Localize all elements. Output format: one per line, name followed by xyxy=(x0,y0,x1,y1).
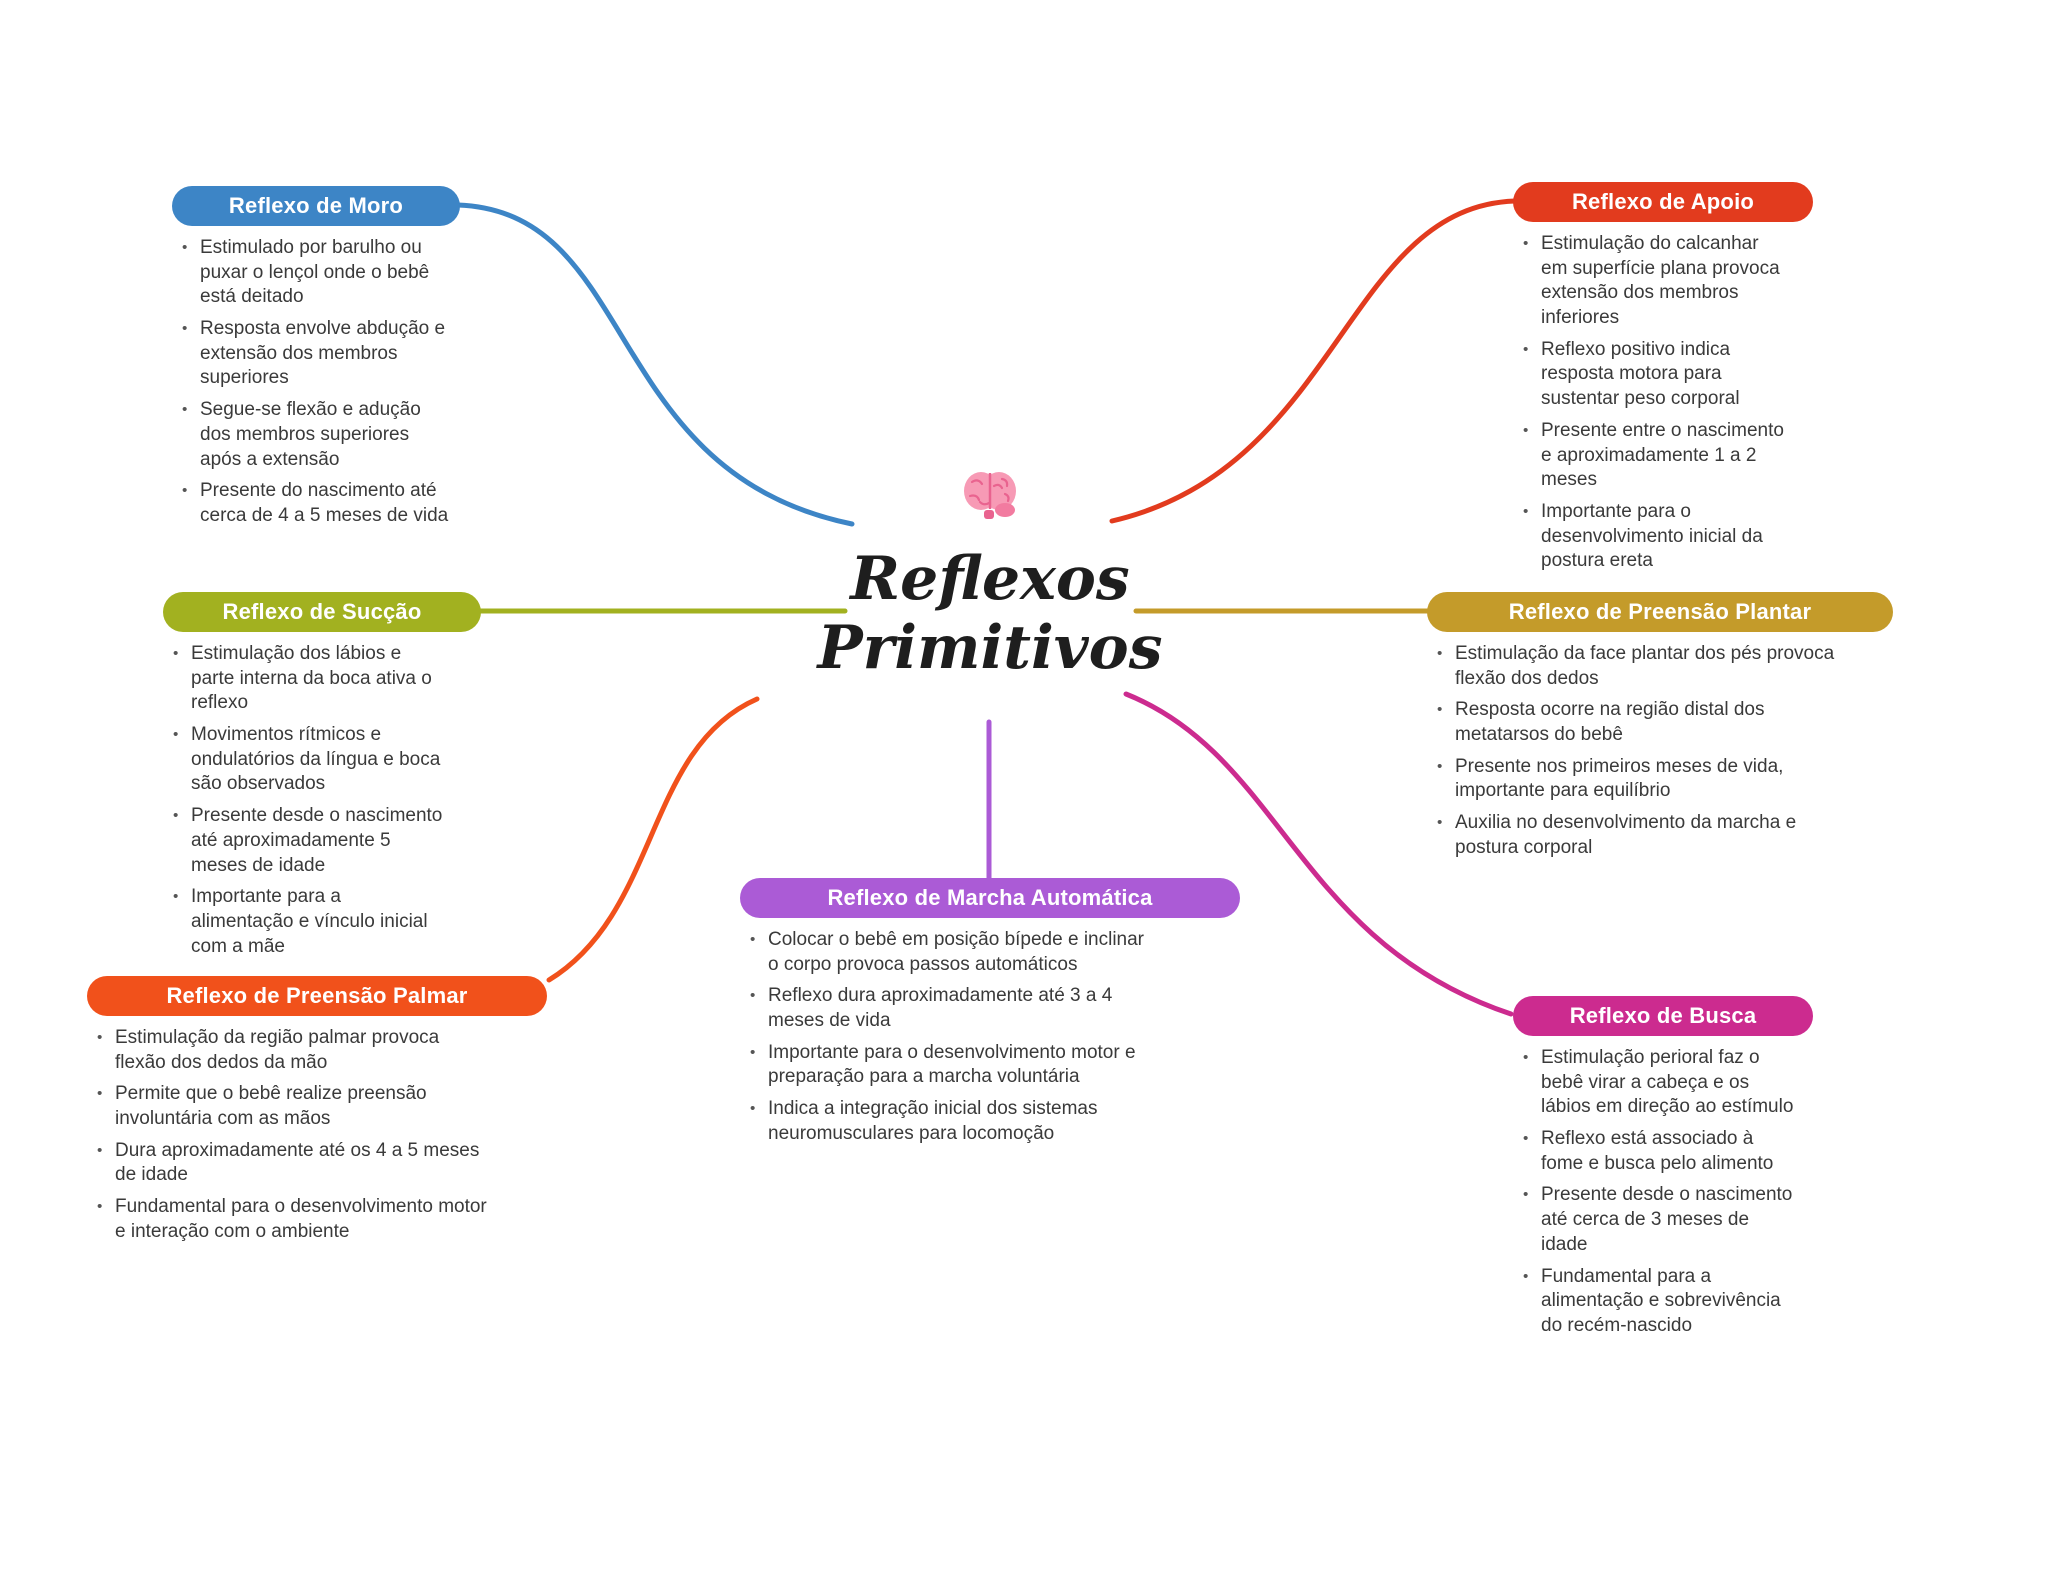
bullet: Presente entre o nascimento e aproximada… xyxy=(1517,419,1789,493)
bullet: Importante para o desenvolvimento motor … xyxy=(744,1041,1154,1090)
node-reflexo-de-busca: Reflexo de Busca Estimulação perioral fa… xyxy=(1513,996,1813,1346)
bullet: Fundamental para a alimentação e sobrevi… xyxy=(1517,1265,1797,1339)
bullet: Resposta ocorre na região distal dos met… xyxy=(1431,698,1841,747)
connector-preensao-palmar xyxy=(546,696,760,983)
node-bullets-succao: Estimulação dos lábios e parte interna d… xyxy=(167,642,443,959)
node-header-preensao-plantar[interactable]: Reflexo de Preensão Plantar xyxy=(1427,592,1893,632)
bullet: Fundamental para o desenvolvimento motor… xyxy=(91,1195,491,1244)
bullet: Segue-se flexão e adução dos membros sup… xyxy=(176,398,452,472)
bullet: Importante para a alimentação e vínculo … xyxy=(167,885,443,959)
bullet: Auxilia no desenvolvimento da marcha e p… xyxy=(1431,811,1841,860)
bullet: Colocar o bebê em posição bípede e incli… xyxy=(744,928,1154,977)
node-bullets-apoio: Estimulação do calcanhar em superfície p… xyxy=(1517,232,1789,574)
bullet: Resposta envolve abdução e extensão dos … xyxy=(176,317,452,391)
node-reflexo-de-moro: Reflexo de Moro Estimulado por barulho o… xyxy=(172,186,460,536)
node-bullets-moro: Estimulado por barulho ou puxar o lençol… xyxy=(176,236,452,529)
central-title: Reflexos Primitivos xyxy=(770,545,1210,683)
connector-busca xyxy=(1123,691,1514,1017)
bullet: Estimulação da região palmar provoca fle… xyxy=(91,1026,491,1075)
bullet: Importante para o desenvolvimento inicia… xyxy=(1517,500,1789,574)
node-reflexo-de-succao: Reflexo de Sucção Estimulação dos lábios… xyxy=(163,592,481,966)
bullet: Presente do nascimento até cerca de 4 a … xyxy=(176,479,452,528)
node-bullets-marcha: Colocar o bebê em posição bípede e incli… xyxy=(744,928,1154,1147)
bullet: Estimulação dos lábios e parte interna d… xyxy=(167,642,443,716)
node-reflexo-de-marcha-automatica: Reflexo de Marcha Automática Colocar o b… xyxy=(740,878,1240,1154)
node-bullets-preensao-palmar: Estimulação da região palmar provoca fle… xyxy=(91,1026,491,1245)
node-reflexo-de-apoio: Reflexo de Apoio Estimulação do calcanha… xyxy=(1513,182,1813,581)
bullet: Permite que o bebê realize preensão invo… xyxy=(91,1082,491,1131)
brain-icon xyxy=(958,466,1022,524)
node-header-apoio[interactable]: Reflexo de Apoio xyxy=(1513,182,1813,222)
bullet: Estimulação do calcanhar em superfície p… xyxy=(1517,232,1789,331)
node-header-preensao-palmar[interactable]: Reflexo de Preensão Palmar xyxy=(87,976,547,1016)
connector-apoio xyxy=(1109,198,1518,524)
node-header-marcha[interactable]: Reflexo de Marcha Automática xyxy=(740,878,1240,918)
central-title-line1: Reflexos xyxy=(850,544,1130,614)
bullet: Presente desde o nascimento até aproxima… xyxy=(167,804,443,878)
bullet: Reflexo positivo indica resposta motora … xyxy=(1517,338,1789,412)
bullet: Estimulação da face plantar dos pés prov… xyxy=(1431,642,1841,691)
node-bullets-busca: Estimulação perioral faz o bebê virar a … xyxy=(1517,1046,1797,1339)
bullet: Reflexo dura aproximadamente até 3 a 4 m… xyxy=(744,984,1154,1033)
central-title-line2: Primitivos xyxy=(817,613,1163,683)
node-bullets-preensao-plantar: Estimulação da face plantar dos pés prov… xyxy=(1431,642,1841,861)
bullet: Estimulação perioral faz o bebê virar a … xyxy=(1517,1046,1797,1120)
node-header-succao[interactable]: Reflexo de Sucção xyxy=(163,592,481,632)
node-reflexo-de-preensao-plantar: Reflexo de Preensão Plantar Estimulação … xyxy=(1427,592,1893,868)
bullet: Movimentos rítmicos e ondulatórios da lí… xyxy=(167,723,443,797)
bullet: Presente nos primeiros meses de vida, im… xyxy=(1431,755,1841,804)
central-topic[interactable]: Reflexos Primitivos xyxy=(770,545,1210,683)
node-reflexo-de-preensao-palmar: Reflexo de Preensão Palmar Estimulação d… xyxy=(87,976,547,1252)
connector-moro xyxy=(455,202,855,527)
bullet: Presente desde o nascimento até cerca de… xyxy=(1517,1183,1797,1257)
node-header-busca[interactable]: Reflexo de Busca xyxy=(1513,996,1813,1036)
bullet: Estimulado por barulho ou puxar o lençol… xyxy=(176,236,452,310)
bullet: Reflexo está associado à fome e busca pe… xyxy=(1517,1127,1797,1176)
node-header-moro[interactable]: Reflexo de Moro xyxy=(172,186,460,226)
bullet: Indica a integração inicial dos sistemas… xyxy=(744,1097,1154,1146)
bullet: Dura aproximadamente até os 4 a 5 meses … xyxy=(91,1139,491,1188)
